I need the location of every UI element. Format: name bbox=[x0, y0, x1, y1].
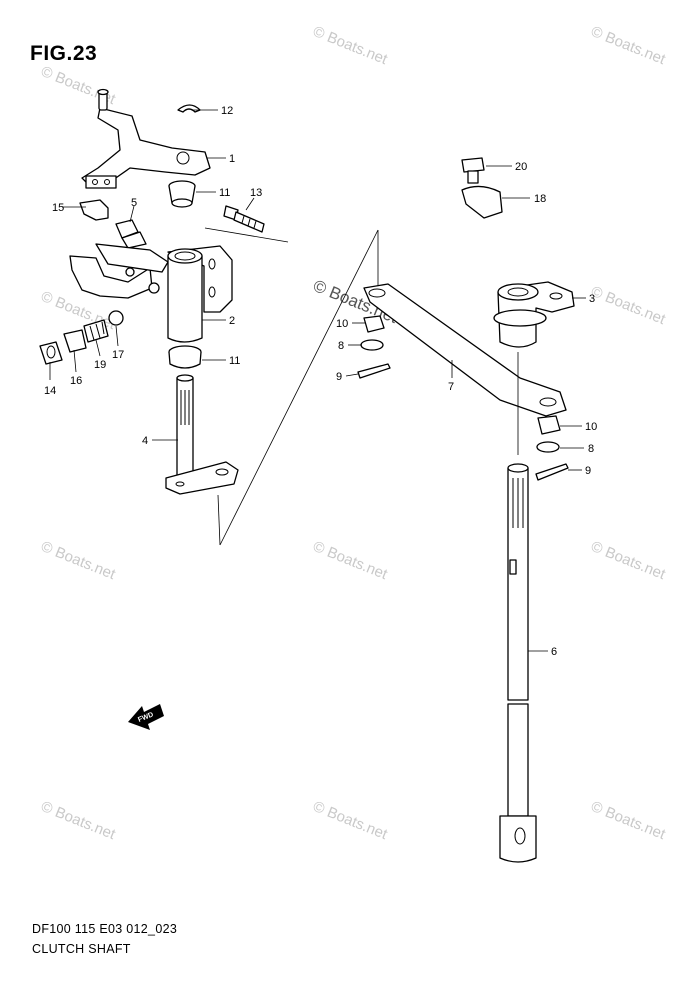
fwd-arrow-icon: FWD bbox=[128, 704, 164, 730]
part-13-bolt bbox=[223, 205, 265, 233]
diagram-caption: CLUTCH SHAFT bbox=[32, 942, 131, 956]
callout-11: 11 bbox=[229, 355, 240, 367]
part-20-bolt bbox=[461, 157, 485, 184]
part-11-bushing-upper bbox=[168, 180, 196, 208]
callout-16: 16 bbox=[70, 375, 82, 387]
watermark: © Boats.net bbox=[589, 23, 669, 69]
callout-15: 15 bbox=[52, 202, 64, 214]
callout-10: 10 bbox=[585, 421, 597, 433]
leader-lines bbox=[49, 109, 586, 652]
part-8-washer-upper bbox=[360, 339, 384, 351]
part-8-washer-lower bbox=[536, 441, 560, 453]
callout-9: 9 bbox=[585, 465, 591, 477]
callout-3: 3 bbox=[589, 293, 595, 305]
callout-9: 9 bbox=[336, 371, 342, 383]
figure-title: FIG.23 bbox=[30, 42, 98, 65]
callout-8: 8 bbox=[588, 443, 594, 455]
diagram-code: DF100 115 E03 012_023 bbox=[32, 922, 178, 936]
part-5-fitting bbox=[115, 219, 147, 249]
part-1-shift-lever bbox=[81, 88, 211, 189]
callout-17: 17 bbox=[112, 349, 124, 361]
assembly-guides bbox=[204, 227, 379, 546]
callout-14: 14 bbox=[44, 385, 56, 397]
callout-12: 12 bbox=[221, 105, 233, 117]
watermark: © Boats.net bbox=[311, 23, 391, 69]
part-17-ball bbox=[108, 310, 124, 326]
part-6-clutch-rod bbox=[499, 352, 537, 863]
callout-6: 6 bbox=[551, 646, 557, 658]
part-2-housing-bracket bbox=[69, 243, 233, 343]
part-19-spring bbox=[83, 319, 109, 343]
watermark: © Boats.net bbox=[589, 283, 669, 329]
part-7-link-rod bbox=[363, 283, 567, 417]
watermark: © Boats.net bbox=[39, 798, 119, 844]
callout-10: 10 bbox=[336, 318, 348, 330]
callout-4: 4 bbox=[142, 435, 148, 447]
part-12-clip bbox=[177, 104, 201, 113]
part-9-cotter-pin-lower bbox=[535, 463, 569, 481]
part-16-sleeve bbox=[63, 329, 87, 353]
watermark: © Boats.net bbox=[589, 798, 669, 844]
callout-5: 5 bbox=[131, 197, 137, 209]
callouts: 12 1 11 13 15 5 2 11 14 16 19 17 4 20 18… bbox=[44, 105, 597, 658]
callout-13: 13 bbox=[250, 187, 262, 199]
part-4-clutch-shaft bbox=[165, 374, 239, 495]
callout-1: 1 bbox=[229, 153, 235, 165]
watermark: © Boats.net bbox=[39, 538, 119, 584]
callout-11: 11 bbox=[219, 187, 230, 199]
watermark: © Boats.net bbox=[311, 798, 391, 844]
callout-18: 18 bbox=[534, 193, 546, 205]
watermark: © Boats.net bbox=[311, 538, 391, 584]
callout-20: 20 bbox=[515, 161, 527, 173]
callout-2: 2 bbox=[229, 315, 235, 327]
part-11-bushing-lower bbox=[168, 345, 202, 369]
watermark: © Boats.net bbox=[589, 538, 669, 584]
part-10-nut-upper bbox=[363, 315, 385, 333]
part-14-plug bbox=[39, 341, 63, 365]
part-9-cotter-pin-upper bbox=[357, 363, 391, 379]
part-18-clamp bbox=[461, 185, 503, 219]
callout-19: 19 bbox=[94, 359, 106, 371]
callout-8: 8 bbox=[338, 340, 344, 352]
part-15-clip bbox=[79, 199, 109, 221]
part-3-shift-arm bbox=[493, 281, 575, 348]
part-10-nut-lower bbox=[537, 415, 561, 435]
callout-7: 7 bbox=[448, 381, 454, 393]
